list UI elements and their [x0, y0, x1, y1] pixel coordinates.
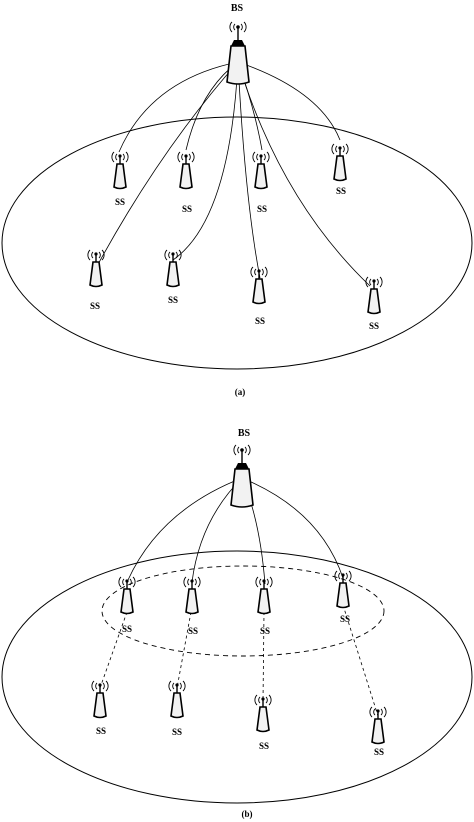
subscriber-station-b-2 [168, 680, 186, 719]
coverage-area-a [1, 116, 473, 370]
subscriber-station-a-8 [365, 276, 383, 315]
links-b [99, 477, 379, 717]
base-station-label-b: BS [238, 428, 251, 439]
base-station-b [230, 444, 254, 508]
subscriber-station-a-4 [331, 143, 349, 182]
coverage-area-b [1, 550, 473, 804]
links-a [95, 61, 371, 287]
ss-label-a-2: SS [182, 204, 192, 214]
relay-station-b-4 [334, 570, 352, 609]
relay-label-b-1: SS [122, 624, 132, 634]
relay-label-b-2: SS [188, 626, 198, 636]
ss-label-a-1: SS [115, 197, 125, 207]
ss-label-b-1: SS [96, 726, 106, 736]
panel-a: BS SS SS SS SS SS SS SS SS (a) [1, 3, 473, 397]
base-station-label-a: BS [231, 3, 244, 14]
caption-b: (b) [242, 809, 253, 819]
relay-area-b [101, 565, 385, 657]
relay-label-b-3: SS [260, 626, 270, 636]
ss-label-b-2: SS [172, 727, 182, 737]
relay-label-b-4: SS [340, 614, 350, 624]
subscriber-station-b-3 [254, 694, 272, 733]
ss-label-a-6: SS [168, 295, 178, 305]
relay-station-b-1 [118, 576, 136, 615]
ss-label-a-5: SS [90, 301, 100, 311]
ss-label-a-8: SS [369, 321, 379, 331]
ss-label-b-4: SS [374, 747, 384, 757]
subscriber-station-a-1 [111, 151, 129, 190]
base-station-a [226, 21, 250, 85]
relay-station-b-2 [183, 576, 201, 615]
ss-label-a-3: SS [257, 204, 267, 214]
subscriber-station-a-7 [250, 266, 268, 305]
subscriber-station-a-3 [252, 151, 270, 190]
ss-label-b-3: SS [259, 741, 269, 751]
panel-b: BS SS SS SS SS SS SS SS SS (b) [1, 428, 473, 819]
caption-a: (a) [235, 387, 246, 397]
subscriber-station-a-5 [87, 249, 105, 288]
subscriber-station-b-4 [369, 706, 387, 745]
subscriber-station-a-2 [177, 151, 195, 190]
relay-station-b-3 [255, 576, 273, 615]
ss-label-a-7: SS [255, 316, 265, 326]
subscriber-station-b-1 [91, 680, 109, 719]
ss-label-a-4: SS [336, 186, 346, 196]
